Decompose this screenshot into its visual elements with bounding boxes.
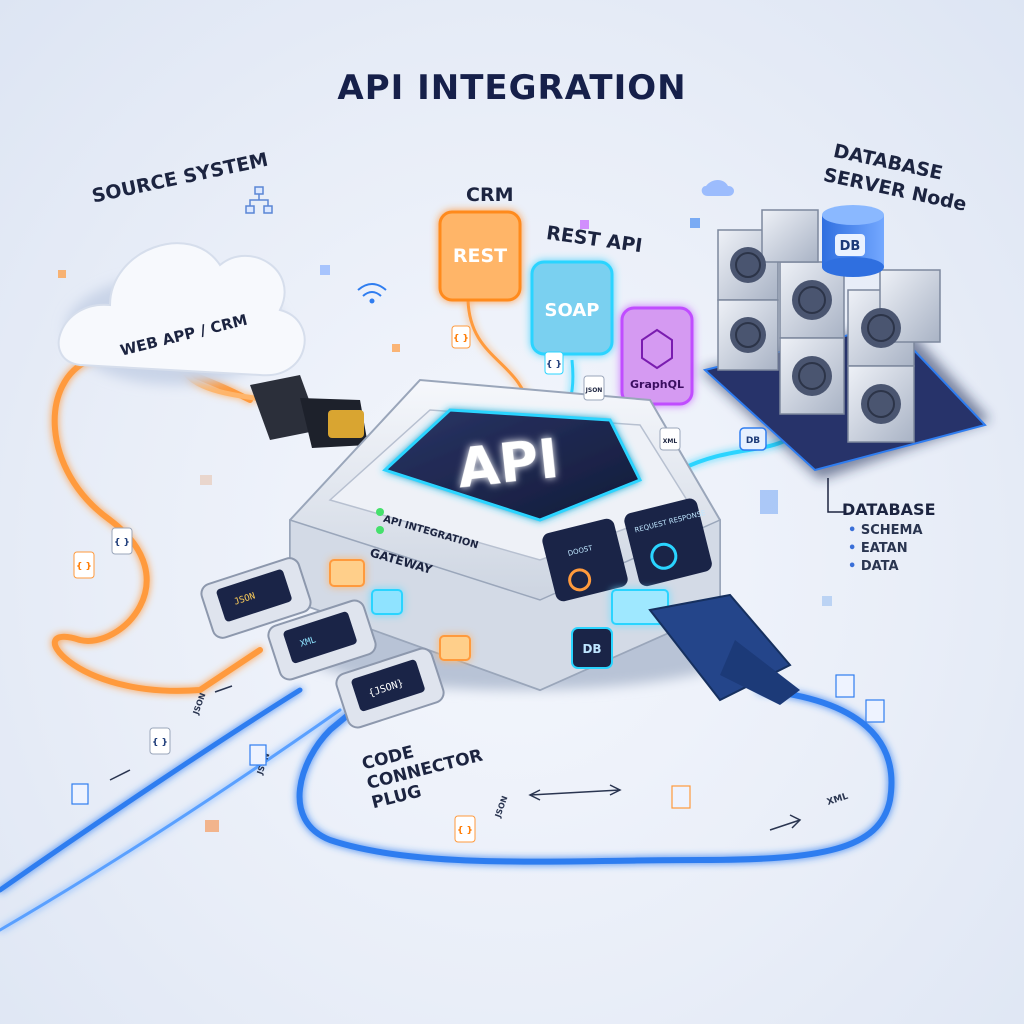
tag-braces-left-1: { } bbox=[73, 551, 95, 579]
doc-icons bbox=[71, 674, 885, 809]
hierarchy-icon bbox=[245, 186, 273, 214]
database-legend: DATABASE SCHEMA EATAN DATA bbox=[842, 500, 936, 576]
svg-text:{ }: { } bbox=[114, 538, 130, 548]
db-cylinder-text: DB bbox=[840, 239, 861, 254]
page-title: API INTEGRATION bbox=[337, 68, 687, 108]
svg-text:JSON: JSON bbox=[585, 387, 603, 394]
connector-plug-3: {JSON} bbox=[335, 635, 471, 729]
device-db-badge: DB bbox=[582, 642, 601, 656]
rest-tile-text: REST bbox=[453, 245, 507, 267]
database-legend-item: SCHEMA bbox=[848, 522, 936, 540]
tag-braces-left-2: { } bbox=[111, 527, 133, 555]
tag-json-top: JSON bbox=[583, 375, 605, 401]
svg-text:{ }: { } bbox=[546, 360, 562, 370]
svg-text:{ }: { } bbox=[453, 334, 469, 344]
tag-braces-left-3: { } bbox=[149, 727, 171, 755]
database-legend-item: EATAN bbox=[848, 540, 936, 558]
soap-tile: SOAP bbox=[530, 260, 614, 356]
source-cloud: WEB APP / CRM bbox=[57, 242, 306, 385]
db-small-badge: DB bbox=[746, 436, 760, 446]
graphql-tile-text: GraphQL bbox=[630, 378, 684, 391]
connector-plug-2: XML bbox=[267, 589, 403, 681]
svg-text:{ }: { } bbox=[76, 562, 92, 572]
tag-json-left: JSON bbox=[191, 692, 207, 717]
db-cylinder: DB bbox=[822, 205, 884, 277]
hdmi-plug bbox=[250, 375, 368, 448]
server-cluster: DB DB bbox=[700, 205, 990, 513]
graphql-tile: GraphQL bbox=[620, 306, 694, 406]
blue-cable-right bbox=[296, 687, 895, 865]
tag-xml-top: XML bbox=[659, 427, 681, 451]
soap-tile-text: SOAP bbox=[545, 300, 600, 321]
tag-braces-1: { } bbox=[451, 325, 471, 349]
api-screen-text: API bbox=[454, 427, 561, 500]
ambient-particles bbox=[58, 180, 832, 832]
tag-braces-bottom: { } bbox=[454, 815, 476, 843]
crm-label: CRM bbox=[466, 184, 514, 206]
usb-plug bbox=[611, 589, 800, 705]
plug-2-tag: XML bbox=[299, 635, 318, 650]
tag-json-bottom: JSON bbox=[493, 795, 509, 820]
orange-cable bbox=[51, 354, 273, 694]
rest-tile: REST bbox=[438, 210, 522, 302]
database-legend-heading: DATABASE bbox=[842, 500, 936, 519]
svg-text:{ }: { } bbox=[152, 738, 168, 748]
connector-plug-1: JSON bbox=[200, 557, 365, 639]
tag-braces-2: { } bbox=[544, 351, 564, 375]
blue-cable-left bbox=[0, 687, 342, 932]
tag-xml-bottom: XML bbox=[826, 792, 850, 808]
svg-text:{ }: { } bbox=[457, 826, 473, 836]
svg-text:XML: XML bbox=[663, 438, 678, 445]
database-legend-item: DATA bbox=[848, 558, 936, 576]
